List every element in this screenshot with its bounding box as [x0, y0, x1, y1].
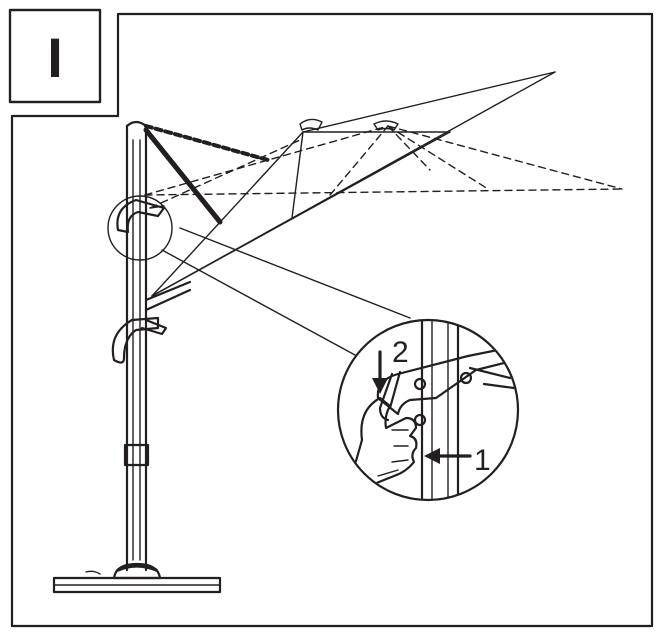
callout-step-1: 1 [474, 444, 491, 477]
canopy-tilted [151, 71, 556, 297]
zoom-detail [352, 321, 517, 499]
umbrella-base [52, 562, 222, 594]
upper-handle [116, 198, 166, 234]
press-arrow-2 [372, 350, 388, 394]
lower-handle [111, 316, 168, 364]
step-label-box: I [8, 8, 102, 104]
callout-step-2: 2 [392, 336, 409, 369]
diagram-frame [10, 12, 654, 628]
press-arrow-1 [424, 448, 472, 464]
umbrella-pole [123, 120, 223, 572]
zoom-callout [107, 195, 520, 502]
step-label-text: I [47, 26, 63, 89]
canopy-dashed-position [144, 124, 623, 209]
